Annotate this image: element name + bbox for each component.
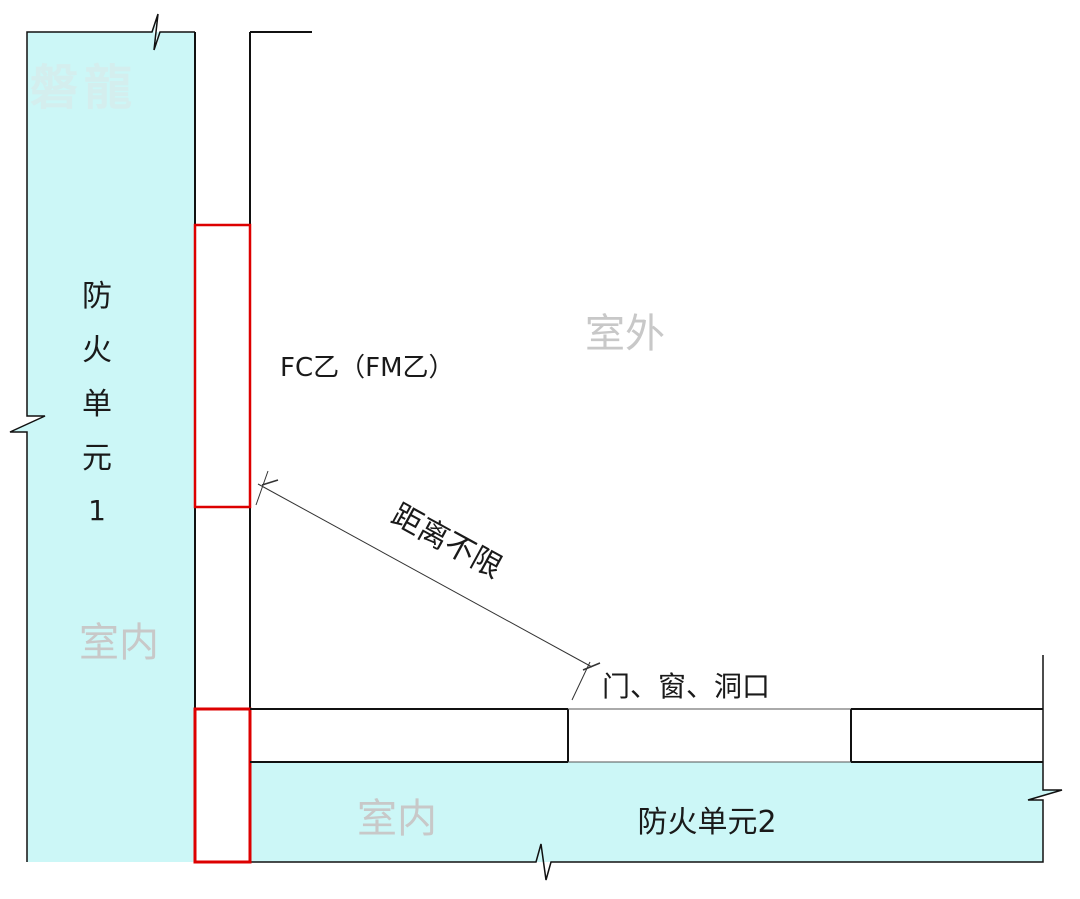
fire-rated-window-upper bbox=[193, 223, 252, 509]
openings-label: 门、窗、洞口 bbox=[602, 670, 770, 703]
vertical-exterior-wall bbox=[194, 31, 312, 862]
fire-unit-1-zone bbox=[10, 14, 195, 862]
fire-unit-1-char-1: 防 bbox=[82, 279, 112, 314]
fire-unit-2-boundary bbox=[250, 762, 1063, 881]
fire-rated-corner-wall bbox=[193, 707, 252, 864]
distance-dimension-line bbox=[255, 470, 601, 701]
fire-unit-1-char-3: 单 bbox=[82, 387, 112, 422]
indoor-label-unit-1: 室内 bbox=[79, 620, 159, 666]
fire-rated-window-label: FC乙（FM乙） bbox=[280, 353, 455, 383]
wall-opening bbox=[568, 708, 851, 763]
fire-unit-1-boundary bbox=[9, 13, 195, 862]
fire-unit-2-label: 防火单元2 bbox=[637, 805, 776, 840]
outdoor-label: 室外 bbox=[585, 311, 665, 357]
horizontal-exterior-wall bbox=[250, 655, 1044, 763]
fire-unit-1-char-4: 元 bbox=[82, 441, 112, 476]
fire-unit-1-label: 防 火 单 元 1 bbox=[82, 279, 112, 527]
fire-unit-1-char-5: 1 bbox=[88, 494, 106, 527]
fire-unit-1-char-2: 火 bbox=[82, 333, 112, 368]
indoor-label-unit-2: 室内 bbox=[357, 796, 437, 842]
distance-label: 距离不限 bbox=[386, 498, 508, 586]
watermark-logo: 磐龍 bbox=[30, 60, 138, 116]
fire-unit-2-zone bbox=[250, 762, 1062, 862]
